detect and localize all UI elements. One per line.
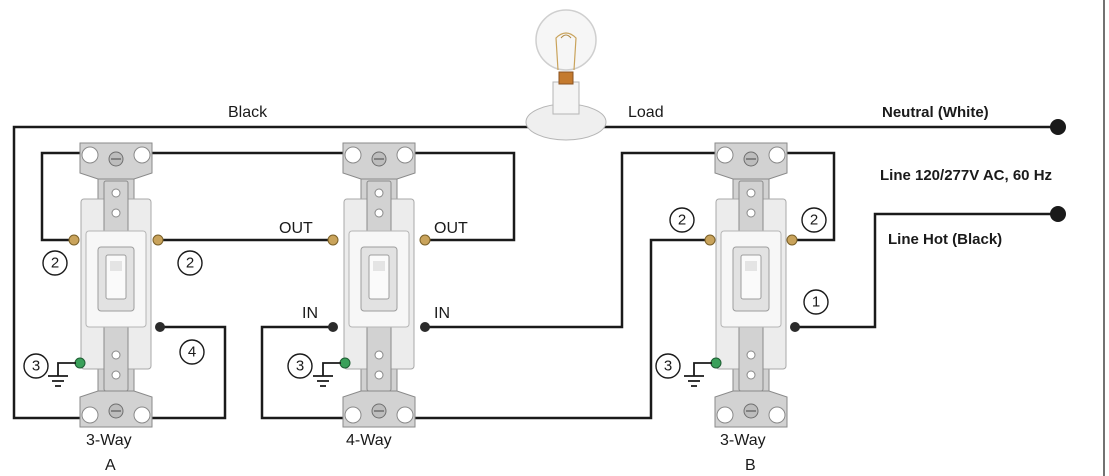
svg-text:2: 2 xyxy=(186,255,194,272)
line-spec-label: Line 120/277V AC, 60 Hz xyxy=(880,167,1052,184)
line-hot-terminal-dot-icon xyxy=(1050,206,1066,222)
neutral-label: Neutral (White) xyxy=(882,104,989,121)
svg-text:4: 4 xyxy=(188,344,196,361)
switch-a-type-label: 3-Way xyxy=(86,432,132,449)
svg-text:2: 2 xyxy=(678,212,686,229)
svg-text:3: 3 xyxy=(664,358,672,375)
ground-symbol-icon xyxy=(48,362,712,387)
switch-4way-type-label: 4-Way xyxy=(346,432,392,449)
line-hot-label: Line Hot (Black) xyxy=(888,231,1002,248)
terminal-label-a-right: 2 xyxy=(177,250,203,276)
mid-in-left-screw-icon xyxy=(328,322,338,332)
b-ground-screw-icon xyxy=(710,357,722,369)
black-wire-label: Black xyxy=(228,104,268,121)
terminal-label-b-right: 2 xyxy=(801,207,827,233)
a-left-traveler-screw-icon xyxy=(68,234,80,246)
in-right-label: IN xyxy=(434,305,450,322)
light-bulb-icon xyxy=(525,9,607,141)
terminal-label-b-ground: 3 xyxy=(655,353,681,379)
a-common-wire xyxy=(95,325,227,420)
switch-a xyxy=(79,142,153,428)
terminal-label-a-left: 2 xyxy=(42,250,68,276)
line-hot-wire xyxy=(795,212,1058,329)
mid-out-right-screw-icon xyxy=(419,234,431,246)
in-left-label: IN xyxy=(302,305,318,322)
switch-b xyxy=(714,142,788,428)
terminal-label-mid-ground: 3 xyxy=(287,353,313,379)
load-label: Load xyxy=(628,104,664,121)
switch-b-letter: B xyxy=(745,457,756,474)
neutral-terminal-dot-icon xyxy=(1050,119,1066,135)
b-right-traveler-screw-icon xyxy=(786,234,798,246)
switch-b-type-label: 3-Way xyxy=(720,432,766,449)
switch-a-letter: A xyxy=(105,457,116,474)
svg-text:2: 2 xyxy=(51,255,59,272)
mid-out-left-screw-icon xyxy=(327,234,339,246)
a-right-traveler-screw-icon xyxy=(152,234,164,246)
traveler-wire-top xyxy=(40,151,516,242)
a-ground-screw-icon xyxy=(74,357,86,369)
switch-4way xyxy=(342,142,416,428)
a-common-screw-icon xyxy=(155,322,165,332)
mid-in-right-screw-icon xyxy=(420,322,430,332)
svg-text:3: 3 xyxy=(296,358,304,375)
svg-text:3: 3 xyxy=(32,358,40,375)
out-left-label: OUT xyxy=(279,220,313,237)
mid-ground-screw-icon xyxy=(339,357,351,369)
svg-text:2: 2 xyxy=(810,212,818,229)
b-common-screw-icon xyxy=(790,322,800,332)
out-right-label: OUT xyxy=(434,220,468,237)
svg-text:1: 1 xyxy=(812,294,820,311)
traveler-wire-in-left xyxy=(260,238,710,420)
terminal-label-a-common: 4 xyxy=(179,339,205,365)
terminal-label-a-ground: 3 xyxy=(23,353,49,379)
terminal-label-b-common: 1 xyxy=(803,289,829,315)
terminal-label-b-left: 2 xyxy=(669,207,695,233)
b-left-traveler-screw-icon xyxy=(704,234,716,246)
black-wire xyxy=(12,125,530,420)
